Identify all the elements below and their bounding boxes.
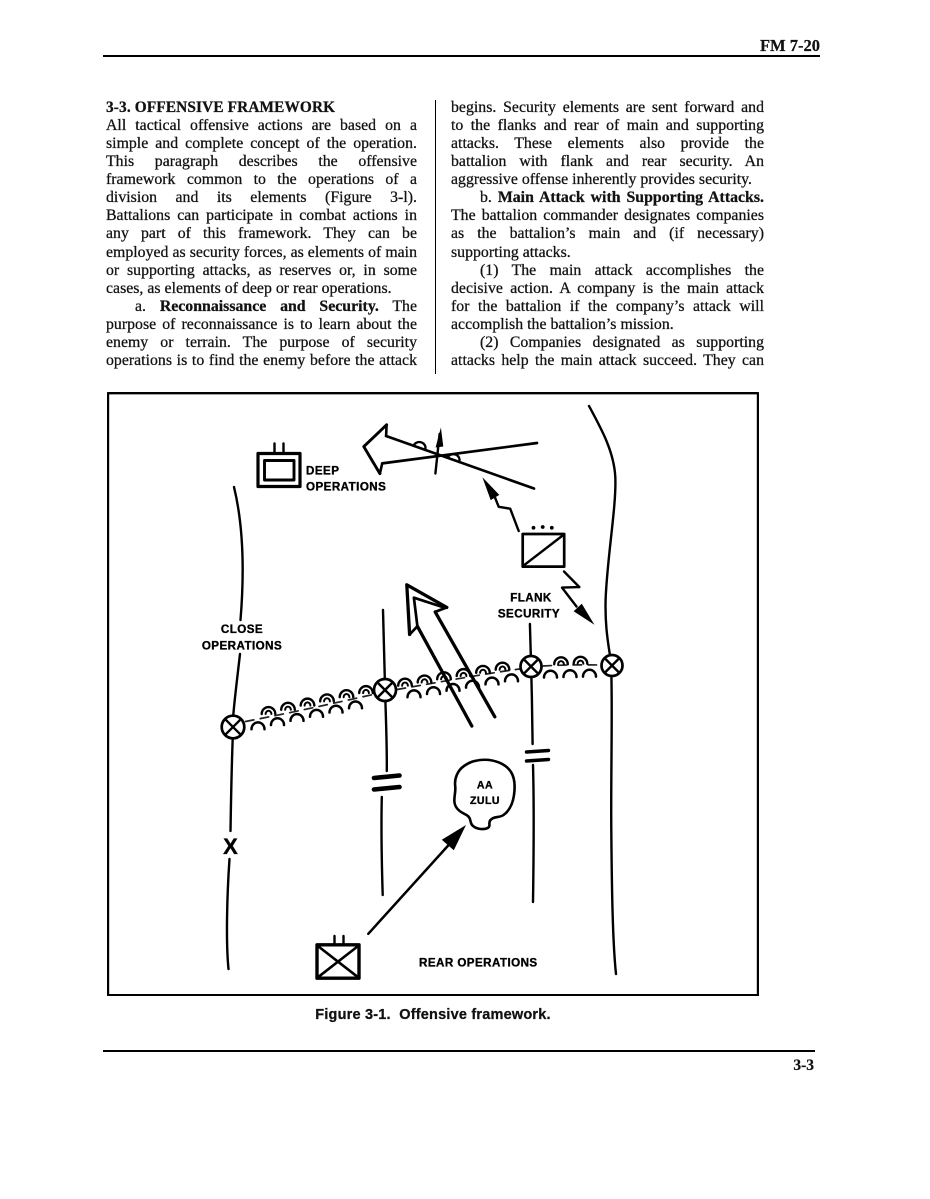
svg-text:CLOSE: CLOSE [221, 623, 263, 636]
svg-text:REAR OPERATIONS: REAR OPERATIONS [419, 957, 538, 970]
svg-text:FLANK: FLANK [510, 592, 552, 605]
svg-text:OPERATIONS: OPERATIONS [202, 640, 282, 653]
svg-text:AA: AA [477, 780, 493, 792]
svg-text:ZULU: ZULU [470, 795, 500, 807]
svg-text:OPERATIONS: OPERATIONS [306, 481, 386, 494]
svg-text:DEEP: DEEP [306, 465, 339, 478]
svg-text:X: X [223, 834, 238, 859]
svg-text:SECURITY: SECURITY [498, 608, 560, 621]
